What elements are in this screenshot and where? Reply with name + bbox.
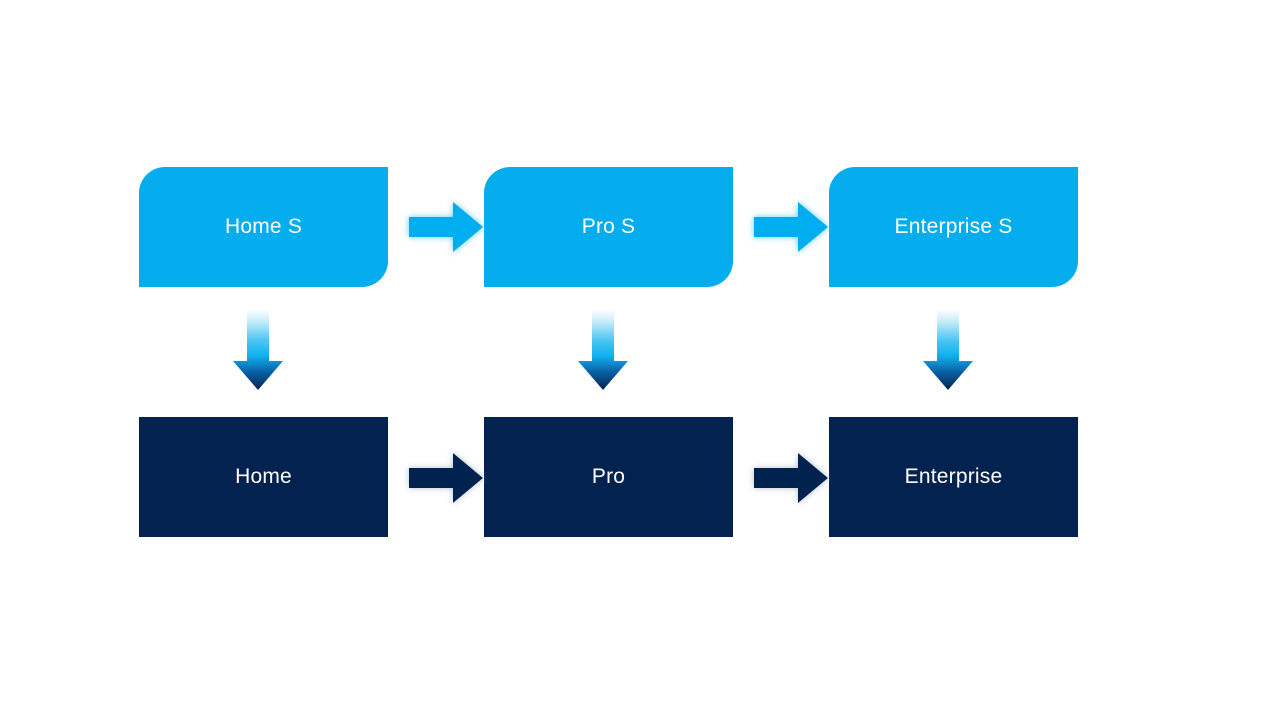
arrow-pro-to-enterprise-icon [754,452,828,504]
node-home[interactable]: Home [139,417,388,537]
arrow-pro-s-to-pro-icon [577,309,629,391]
node-home-label: Home [235,465,292,489]
node-pro-s[interactable]: Pro S [484,167,733,287]
node-enterprise-s-label: Enterprise S [894,215,1013,239]
arrow-home-to-pro-icon [409,452,483,504]
arrow-home-s-to-pro-s-icon [409,201,483,253]
node-enterprise-s[interactable]: Enterprise S [829,167,1078,287]
arrow-enterprise-s-to-enterprise-icon [922,309,974,391]
node-enterprise[interactable]: Enterprise [829,417,1078,537]
node-pro[interactable]: Pro [484,417,733,537]
arrow-pro-s-to-enterprise-s-icon [754,201,828,253]
node-pro-s-label: Pro S [581,215,636,239]
node-home-s-label: Home S [224,215,303,239]
node-pro-label: Pro [591,465,626,489]
node-enterprise-label: Enterprise [904,465,1003,489]
arrow-home-s-to-home-icon [232,309,284,391]
node-home-s[interactable]: Home S [139,167,388,287]
